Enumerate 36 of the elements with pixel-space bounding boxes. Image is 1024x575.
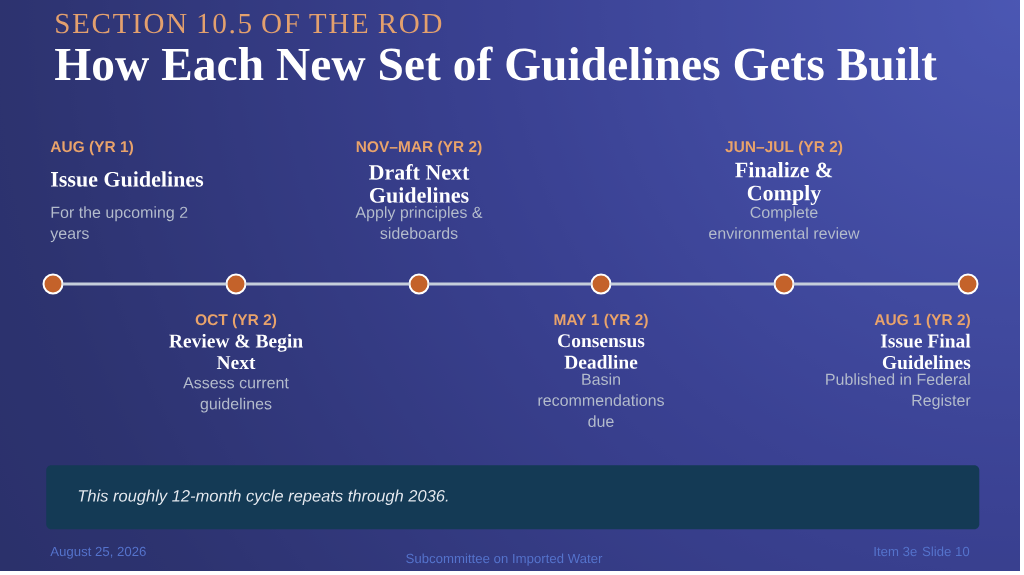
timeline-line — [428, 282, 592, 286]
timeline-dot — [773, 273, 795, 295]
note-banner: This roughly 12-month cycle repeats through 2036. — [46, 465, 980, 530]
milestone-date: OCT (YR 2) — [195, 313, 277, 329]
slide-title: How Each New Set of Guidelines Gets Built — [55, 46, 937, 81]
timeline-dot — [957, 273, 979, 295]
milestone-description: Basin recommendations due — [538, 373, 664, 427]
milestone-date: AUG (YR 1) — [50, 140, 133, 156]
milestone-date: MAY 1 (YR 2) — [554, 313, 648, 329]
milestone-title: Issue Final Guidelines — [880, 333, 971, 370]
milestone-title: Review & Begin Next — [169, 333, 303, 370]
milestone-description: Published in Federal Register — [826, 373, 971, 410]
milestone-title: Issue Guidelines — [51, 171, 204, 187]
timeline-line — [62, 282, 227, 286]
timeline-dot — [590, 273, 612, 295]
milestone-description: For the upcoming 2 years — [50, 206, 188, 243]
milestone-title: Draft Next Guidelines — [369, 164, 470, 203]
milestone-description: Assess current guidelines — [183, 377, 289, 413]
milestone-title: Consensus Deadline — [558, 334, 645, 369]
milestone-date: JUN–JUL (YR 2) — [725, 140, 843, 156]
footer-date: August 25, 2026 — [50, 546, 146, 559]
slide-number: Slide 10 — [922, 546, 970, 557]
milestone-date: NOV–MAR (YR 2) — [356, 140, 482, 156]
timeline-dot — [408, 273, 430, 295]
section-label: SECTION 10.5 OF THE ROD — [56, 13, 442, 34]
milestone-title: Finalize & Comply — [735, 162, 833, 205]
timeline-line — [793, 282, 959, 286]
timeline-dot — [225, 273, 247, 295]
milestone-description: Apply principles & sideboards — [355, 206, 483, 239]
milestone-description: Complete environmental review — [709, 206, 860, 239]
timeline-line — [245, 282, 410, 286]
timeline-dot — [42, 273, 64, 295]
timeline-line — [610, 282, 775, 286]
footer-text: Subcommittee on Imported Water — [406, 553, 603, 566]
item-number: Item 3e — [874, 546, 917, 557]
milestone-date: AUG 1 (YR 2) — [874, 313, 970, 329]
